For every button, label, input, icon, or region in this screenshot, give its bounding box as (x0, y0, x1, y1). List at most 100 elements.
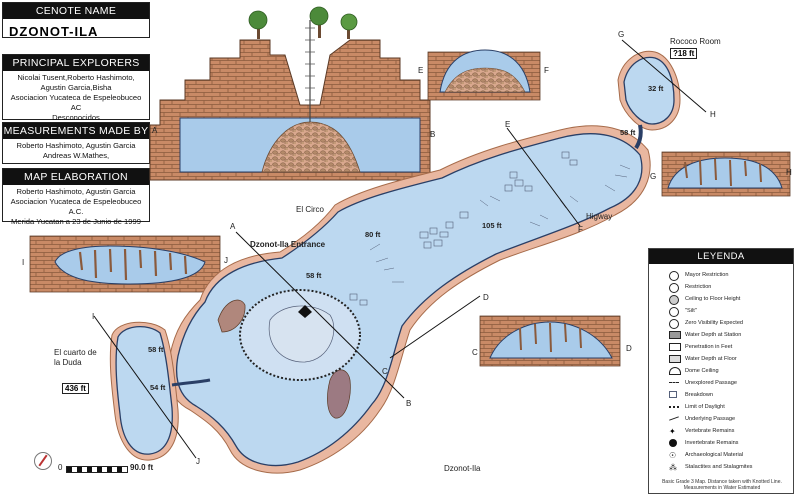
section-letter-d-profile: D (626, 344, 632, 353)
scale-end: 90.0 ft (130, 463, 154, 472)
explorers-text: Nicolai Tusent,Roberto Hashimoto, Agusti… (3, 71, 149, 126)
depth-entrance: 58 ft (306, 271, 322, 280)
explorers-line: Agustin Garcia,Bisha (40, 83, 112, 92)
section-letter-j: J (196, 457, 200, 466)
elaboration-line: Roberto Hashimoto, Agustin Garcia (16, 187, 136, 196)
measurements-heading: MEASUREMENTS MADE BY (3, 123, 149, 139)
legend-item: Mayor Restriction (685, 272, 729, 278)
underlying-passage-icon (669, 416, 679, 421)
section-letter-e-profile: E (418, 66, 424, 75)
ceiling-height-icon (669, 295, 679, 305)
legend-item: Invertebrate Remains (685, 440, 739, 446)
section-letter-c: C (382, 367, 388, 376)
legend-heading: LEYENDA (649, 249, 793, 264)
major-restriction-icon (669, 271, 679, 281)
depth-passage: 58 ft (620, 128, 636, 137)
depth-station-icon (669, 331, 681, 339)
tree-icon (340, 13, 358, 39)
cenote-name-heading: CENOTE NAME (3, 3, 149, 19)
section-g-h-profile (661, 151, 791, 197)
section-letter-i: I (92, 312, 95, 321)
section-letter-e: E (505, 120, 511, 129)
explorers-line: Asociacion Yucateca de Espeleobuceo AC (10, 93, 142, 112)
vertebrate-remains-icon: ✦ (669, 427, 676, 436)
archaeological-material-icon: ☉ (669, 451, 677, 460)
legend-item: Vertebrate Remains (685, 428, 735, 434)
breakdown-icon (669, 391, 677, 398)
section-letter-h: H (710, 110, 716, 119)
elaboration-text: Roberto Hashimoto, Agustin Garcia Asocia… (3, 185, 149, 230)
section-letter-g: G (618, 30, 625, 39)
section-letter-g-profile: G (650, 172, 657, 181)
cave-plan-view (109, 50, 681, 474)
elaboration-heading: MAP ELABORATION (3, 169, 149, 185)
section-letter-j-profile: J (224, 256, 228, 265)
legend-item: Stalactites and Stalagmites (685, 464, 753, 470)
legend-item: Underlying Passage (685, 416, 736, 422)
section-a-b-profile (149, 6, 431, 181)
el-circo-label: El Circo (296, 205, 325, 214)
section-letter-i-profile: I (22, 258, 25, 267)
legend-item: Zero Visibility Expected (685, 320, 744, 326)
explorers-line: Desconocidos (52, 113, 100, 122)
legend-item: Restriction (685, 284, 712, 290)
depth-cuarto-upper: 58 ft (148, 345, 164, 354)
legend-item: Water Depth at Station (685, 332, 742, 338)
section-letter-c-profile: C (472, 348, 478, 357)
depth-higway: 105 ft (482, 221, 502, 230)
legend-item: Water Depth at Floor (685, 356, 737, 362)
dome-ceiling-icon (669, 367, 681, 375)
compass-rose-icon (34, 452, 52, 470)
legend-item: Ceiling to Floor Height (685, 296, 741, 302)
section-letter-b-profile: B (430, 130, 436, 139)
daylight-limit-icon (669, 406, 679, 408)
entrance-label: Dzonot-Ila Entrance (250, 240, 326, 249)
legend-item: Penetration in Feet (685, 344, 733, 350)
legend-note: Basic Grade 3 Map. Distance taken with K… (662, 479, 782, 491)
restriction-icon (669, 283, 679, 293)
measurements-panel: MEASUREMENTS MADE BY Roberto Hashimoto, … (2, 122, 150, 164)
elaboration-line: Asociacion Yucateca de Espeleobuceo A.C. (10, 197, 142, 216)
section-letter-a: A (230, 222, 236, 231)
cenote-name-panel: CENOTE NAME DZONOT-ILA (2, 2, 150, 39)
unexplored-passage-icon (669, 382, 679, 383)
stalactites-icon: ⁂ (669, 463, 677, 472)
penetration-icon (669, 343, 681, 351)
section-lines (93, 39, 707, 459)
section-i-j-profile (29, 235, 221, 293)
legend-item: Dome Ceiling (685, 368, 719, 374)
depth-el-circo: 80 ft (365, 230, 381, 239)
depth-cuarto-lower: 54 ft (150, 383, 166, 392)
scale-start: 0 (58, 463, 63, 472)
section-letter-f: F (578, 225, 583, 234)
section-c-d-profile (479, 315, 621, 367)
cuarto-label-line1: El cuarto de (54, 348, 97, 357)
cuarto-depth-box: 436 ft (62, 383, 89, 394)
explorers-heading: PRINCIPAL EXPLORERS (3, 55, 149, 71)
legend-item: Archaeological Material (685, 452, 744, 458)
section-letter-f-profile: F (544, 66, 549, 75)
zero-visibility-icon (669, 319, 679, 329)
section-e-f-profile (427, 49, 541, 101)
measurements-line: Roberto Hashimoto, Agustin Garcia (16, 141, 136, 150)
rococo-depth-box: ?18 ft (670, 48, 698, 59)
depth-rococo: 32 ft (648, 84, 664, 93)
rococo-room-label: Rococo Room (670, 37, 721, 46)
section-letter-b: B (406, 399, 412, 408)
map-elaboration-panel: MAP ELABORATION Roberto Hashimoto, Agust… (2, 168, 150, 226)
section-letter-a-profile: A (152, 126, 158, 135)
explorers-panel: PRINCIPAL EXPLORERS Nicolai Tusent,Rober… (2, 54, 150, 122)
silt-icon (669, 307, 679, 317)
measurements-line: Andreas W.Mathes, (42, 151, 110, 160)
measurements-text: Roberto Hashimoto, Agustin Garcia Andrea… (3, 139, 149, 164)
cuarto-label-line2: la Duda (54, 358, 82, 367)
section-letter-h-profile: H (786, 168, 792, 177)
tree-icon (248, 10, 268, 39)
cenote-name: DZONOT-ILA (9, 24, 99, 39)
legend-item: Limit of Daylight (685, 404, 725, 410)
depth-floor-icon (669, 355, 681, 363)
legend-item: "Silt" (685, 308, 697, 314)
legend-item: Breakdown (685, 392, 713, 398)
legend-item: Unexplored Passage (685, 380, 737, 386)
